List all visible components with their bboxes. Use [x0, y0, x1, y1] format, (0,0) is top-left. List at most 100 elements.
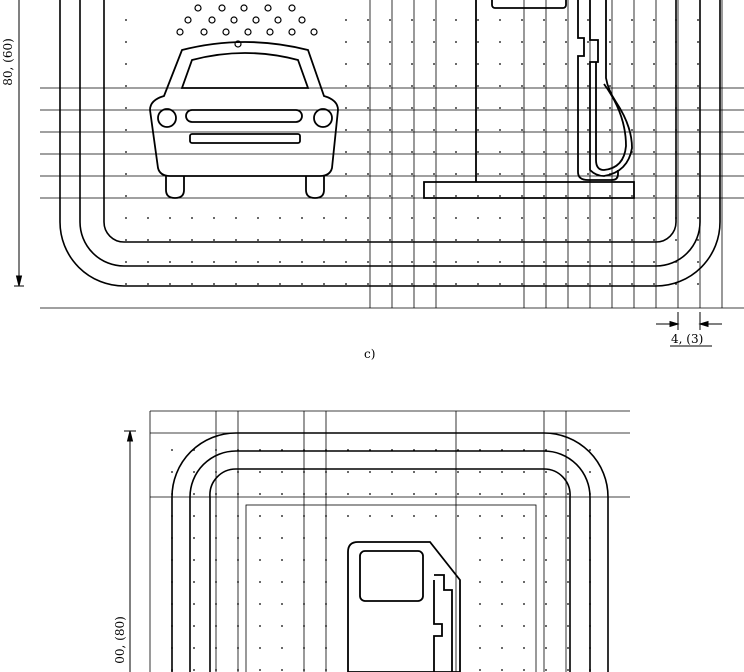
- figure-c-border-frames: [59, 0, 721, 287]
- grid-dot: [281, 559, 283, 561]
- grid-dot: [631, 173, 633, 175]
- grid-dot: [433, 85, 435, 87]
- grid-dot: [565, 173, 567, 175]
- grid-dot: [237, 669, 239, 671]
- grid-dot: [521, 173, 523, 175]
- grid-dot: [169, 283, 171, 285]
- grid-dot: [609, 41, 611, 43]
- grid-dot: [433, 63, 435, 65]
- grid-dot: [631, 107, 633, 109]
- grid-dot: [323, 261, 325, 263]
- grid-dot: [609, 239, 611, 241]
- grid-dot: [433, 217, 435, 219]
- grid-dot: [455, 151, 457, 153]
- grid-dot: [587, 217, 589, 219]
- grid-dot: [215, 647, 217, 649]
- grid-dot: [565, 217, 567, 219]
- fuel-pump-icon: [347, 541, 461, 672]
- water-droplet: [274, 16, 282, 24]
- grid-dot: [279, 283, 281, 285]
- grid-dot: [501, 515, 503, 517]
- grid-dot: [433, 239, 435, 241]
- water-droplet: [266, 28, 274, 36]
- grid-dot: [609, 19, 611, 21]
- grid-dot: [589, 669, 591, 671]
- grid-dot: [589, 493, 591, 495]
- grid-dot: [325, 559, 327, 561]
- grid-dot: [675, 107, 677, 109]
- grid-dot: [455, 261, 457, 263]
- grid-dot: [457, 449, 459, 451]
- grid-dot: [565, 151, 567, 153]
- grid-dot: [521, 283, 523, 285]
- grid-dot: [567, 669, 569, 671]
- grid-dot: [237, 647, 239, 649]
- grid-dot: [369, 471, 371, 473]
- grid-dot: [543, 41, 545, 43]
- grid-dot: [523, 647, 525, 649]
- grid-dot: [587, 195, 589, 197]
- grid-dot: [433, 151, 435, 153]
- fuel-pump-icon: [423, 0, 635, 199]
- grid-dot: [301, 217, 303, 219]
- grid-dot: [125, 19, 127, 21]
- grid-dot: [259, 603, 261, 605]
- figure-d-dot-grid: [171, 449, 591, 671]
- water-droplet: [230, 16, 238, 24]
- grid-dot: [565, 63, 567, 65]
- grid-dot: [587, 63, 589, 65]
- grid-dot: [521, 217, 523, 219]
- grid-dot: [257, 217, 259, 219]
- grid-dot: [631, 63, 633, 65]
- grid-dot: [171, 515, 173, 517]
- grid-dot: [675, 151, 677, 153]
- grid-dot: [631, 195, 633, 197]
- grid-dot: [477, 129, 479, 131]
- grid-dot: [521, 63, 523, 65]
- grid-dot: [281, 603, 283, 605]
- grid-dot: [325, 625, 327, 627]
- grid-dot: [345, 63, 347, 65]
- grid-dot: [697, 173, 699, 175]
- figure-d-inner-panel: [245, 504, 537, 672]
- grid-dot: [543, 107, 545, 109]
- grid-dot: [565, 41, 567, 43]
- grid-dot: [367, 151, 369, 153]
- grid-dot: [193, 537, 195, 539]
- grid-dot: [455, 129, 457, 131]
- grid-dot: [477, 173, 479, 175]
- grid-dot: [501, 669, 503, 671]
- grid-dot: [653, 63, 655, 65]
- grid-dot: [653, 283, 655, 285]
- grid-dot: [171, 471, 173, 473]
- grid-dot: [567, 559, 569, 561]
- grid-dot: [477, 283, 479, 285]
- grid-dot: [411, 195, 413, 197]
- grid-dot: [523, 603, 525, 605]
- grid-dot: [413, 515, 415, 517]
- grid-dot: [301, 261, 303, 263]
- grid-dot: [389, 261, 391, 263]
- grid-dot: [411, 151, 413, 153]
- grid-dot: [391, 493, 393, 495]
- grid-dot: [631, 19, 633, 21]
- grid-dot: [347, 493, 349, 495]
- grid-dot: [631, 261, 633, 263]
- grid-dot: [191, 239, 193, 241]
- grid-dot: [147, 239, 149, 241]
- grid-dot: [523, 471, 525, 473]
- grid-dot: [281, 449, 283, 451]
- grid-dot: [609, 283, 611, 285]
- grid-dot: [213, 217, 215, 219]
- grid-dot: [565, 195, 567, 197]
- grid-dot: [435, 493, 437, 495]
- grid-dot: [631, 85, 633, 87]
- grid-dot: [675, 195, 677, 197]
- grid-dot: [125, 283, 127, 285]
- grid-dot: [259, 471, 261, 473]
- water-droplet: [288, 4, 296, 12]
- grid-dot: [237, 449, 239, 451]
- grid-dot: [369, 493, 371, 495]
- grid-dot: [543, 239, 545, 241]
